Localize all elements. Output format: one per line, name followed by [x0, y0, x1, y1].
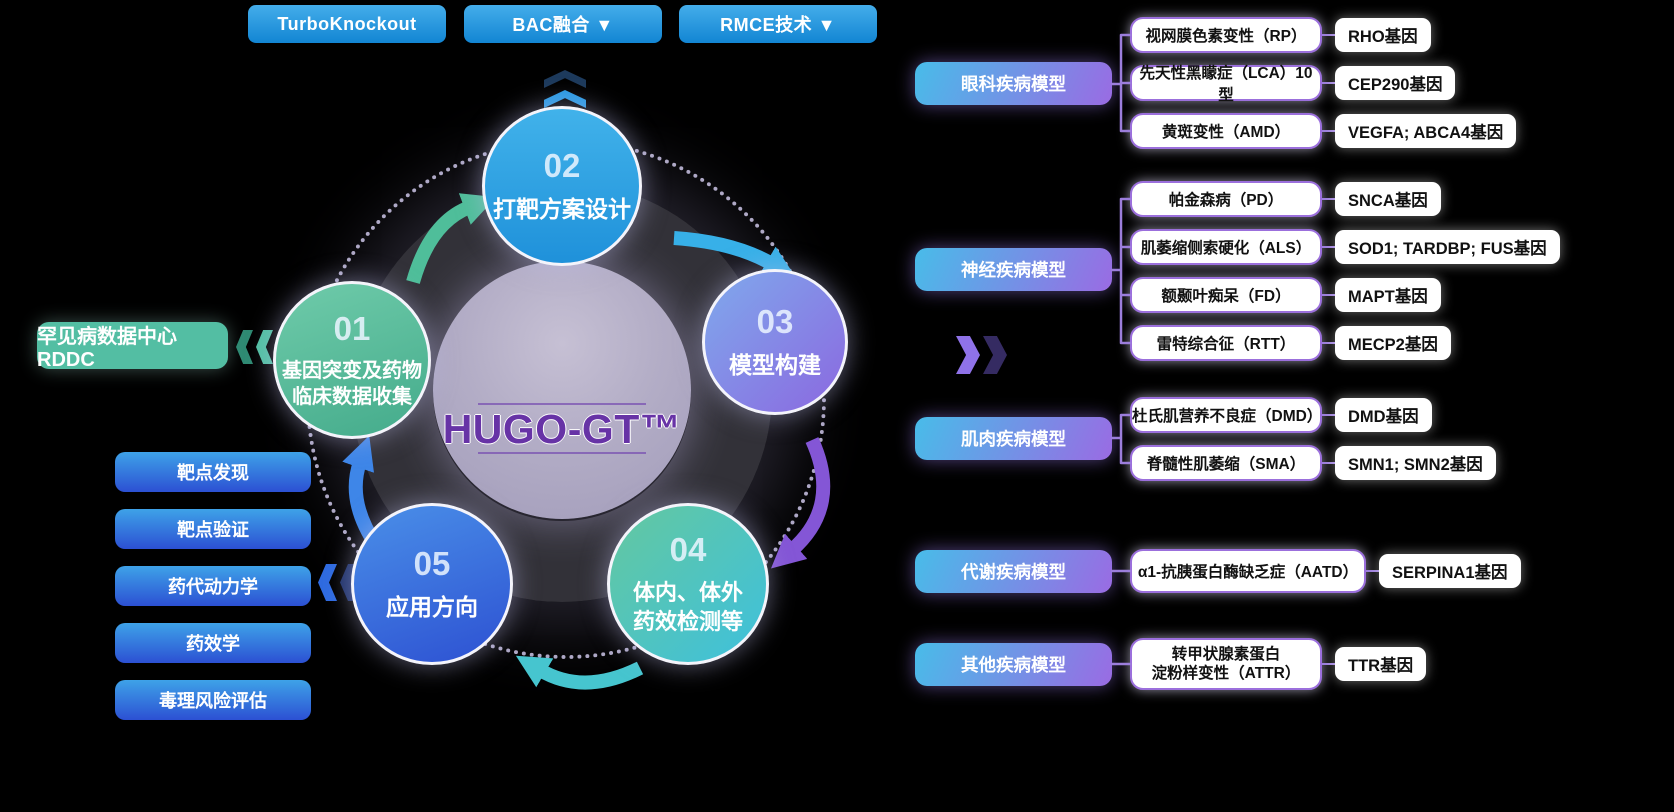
gene-box: VEGFA; ABCA4基因 — [1335, 114, 1517, 148]
disease-gene-row: 黄斑变性（AMD） VEGFA; ABCA4基因 — [1130, 113, 1517, 149]
toolbar-button-rmce-dropdown[interactable]: RMCE技术 ▼ — [679, 5, 877, 43]
disease-gene-row: 先天性黑矇症（LCA）10型 CEP290基因 — [1130, 65, 1516, 104]
group-rows-metabolic: α1-抗胰蛋白酶缺乏症（AATD） SERPINA1基因 — [1130, 549, 1521, 593]
disease-gene-connector — [1322, 33, 1335, 37]
disease-box: 转甲状腺素蛋白 淀粉样变性（ATTR） — [1130, 638, 1322, 690]
disease-box: 帕金森病（PD） — [1130, 181, 1322, 217]
bracket-eye-group — [1110, 33, 1132, 133]
app-item-target-discovery: 靶点发现 — [115, 452, 311, 492]
node-number: 02 — [543, 147, 581, 185]
group-rows-eye: 视网膜色素变性（RP） RHO基因 先天性黑矇症（LCA）10型 CEP290基… — [1130, 17, 1517, 149]
node-label: 基因突变及药物 — [282, 360, 422, 382]
disease-box: 视网膜色素变性（RP） — [1130, 17, 1322, 53]
bracket-muscle-group — [1110, 413, 1132, 465]
disease-gene-connector — [1322, 245, 1335, 249]
disease-gene-connector — [1322, 129, 1335, 133]
node-label: 药效检测等 — [632, 609, 743, 634]
disease-gene-row: α1-抗胰蛋白酶缺乏症（AATD） SERPINA1基因 — [1130, 549, 1521, 593]
group-rows-other: 转甲状腺素蛋白 淀粉样变性（ATTR） TTR基因 — [1130, 638, 1427, 690]
group-header-neuro-disease-models: 神经疾病模型 — [915, 248, 1112, 291]
disease-gene-connector — [1322, 197, 1335, 201]
disease-box: 黄斑变性（AMD） — [1130, 113, 1322, 149]
disease-box: 先天性黑矇症（LCA）10型 — [1130, 65, 1322, 104]
arrow-04-to-05 — [515, 655, 644, 690]
cycle-node-04-efficacy-testing: 04 体内、体外 药效检测等 — [607, 503, 769, 665]
disease-gene-connector — [1322, 81, 1335, 85]
hub-divider-top — [478, 403, 646, 405]
app-item-pharmacokinetics: 药代动力学 — [115, 566, 311, 606]
app-item-target-validation: 靶点验证 — [115, 509, 311, 549]
disease-box: 肌萎缩侧索硬化（ALS） — [1130, 229, 1322, 265]
disease-gene-row: 帕金森病（PD） SNCA基因 — [1130, 181, 1560, 217]
disease-gene-row: 杜氏肌营养不良症（DMD） DMD基因 — [1130, 397, 1496, 433]
disease-gene-connector — [1322, 662, 1335, 666]
node-number: 01 — [333, 310, 371, 347]
app-item-toxicology-risk: 毒理风险评估 — [115, 680, 311, 720]
toolbar-button-bac-fusion-dropdown[interactable]: BAC融合 ▼ — [464, 5, 662, 43]
app-item-pharmacodynamics: 药效学 — [115, 623, 311, 663]
gene-box: SOD1; TARDBP; FUS基因 — [1335, 230, 1560, 264]
gene-box: TTR基因 — [1335, 647, 1427, 681]
toolbar-button-turboknockout[interactable]: TurboKnockout — [248, 5, 446, 43]
group-header-muscle-disease-models: 肌肉疾病模型 — [915, 417, 1112, 460]
group-rows-neuro: 帕金森病（PD） SNCA基因 肌萎缩侧索硬化（ALS） SOD1; TARDB… — [1130, 181, 1560, 361]
disease-gene-row: 额颞叶痴呆（FD） MAPT基因 — [1130, 277, 1560, 313]
gene-box: RHO基因 — [1335, 18, 1431, 52]
disease-gene-connector — [1322, 341, 1335, 345]
disease-line: 淀粉样变性（ATTR） — [1151, 665, 1301, 682]
disease-gene-row: 转甲状腺素蛋白 淀粉样变性（ATTR） TTR基因 — [1130, 638, 1427, 690]
disease-gene-row: 视网膜色素变性（RP） RHO基因 — [1130, 17, 1516, 53]
node-label: 体内、体外 — [632, 580, 743, 606]
cycle-node-02-targeting-design: 02 打靶方案设计 — [482, 106, 642, 266]
group-header-other-disease-models: 其他疾病模型 — [915, 643, 1112, 686]
hub-divider-bottom — [478, 452, 646, 454]
disease-gene-row: 雷特综合征（RTT） MECP2基因 — [1130, 325, 1560, 361]
bracket-neuro-group — [1110, 197, 1132, 345]
disease-box: 额颞叶痴呆（FD） — [1130, 277, 1322, 313]
cycle-node-03-model-construction: 03 模型构建 — [702, 269, 848, 415]
hub-circle — [433, 261, 691, 519]
disease-gene-connector — [1322, 293, 1335, 297]
disease-gene-connector — [1366, 569, 1379, 573]
cycle-node-05-application: 05 应用方向 — [351, 503, 513, 665]
node-label: 打靶方案设计 — [493, 196, 631, 223]
node-label: 应用方向 — [386, 594, 478, 621]
disease-gene-row: 脊髓性肌萎缩（SMA） SMN1; SMN2基因 — [1130, 445, 1496, 481]
gene-box: MAPT基因 — [1335, 278, 1441, 312]
disease-box: 雷特综合征（RTT） — [1130, 325, 1322, 361]
gene-box: SNCA基因 — [1335, 182, 1441, 216]
node-label: 模型构建 — [729, 352, 821, 379]
group-rows-muscle: 杜氏肌营养不良症（DMD） DMD基因 脊髓性肌萎缩（SMA） SMN1; SM… — [1130, 397, 1496, 481]
rddc-button[interactable]: 罕见病数据中心 RDDC — [37, 322, 228, 371]
node-number: 04 — [669, 531, 707, 569]
gene-box: MECP2基因 — [1335, 326, 1451, 360]
disease-box: 杜氏肌营养不良症（DMD） — [1130, 397, 1322, 433]
gene-box: DMD基因 — [1335, 398, 1432, 432]
disease-box: 脊髓性肌萎缩（SMA） — [1130, 445, 1322, 481]
node-number: 05 — [413, 545, 451, 583]
disease-gene-connector — [1322, 461, 1335, 465]
group-header-eye-disease-models: 眼科疾病模型 — [915, 62, 1112, 105]
disease-line: 转甲状腺素蛋白 — [1171, 645, 1281, 663]
gene-box: SMN1; SMN2基因 — [1335, 446, 1496, 480]
hub-title: HUGO-GT™ — [442, 406, 682, 452]
gene-box: SERPINA1基因 — [1379, 554, 1521, 588]
node-number: 03 — [756, 303, 794, 341]
disease-gene-row: 肌萎缩侧索硬化（ALS） SOD1; TARDBP; FUS基因 — [1130, 229, 1560, 265]
cycle-node-01-data-collection: 01 基因突变及药物 临床数据收集 — [273, 281, 431, 439]
node-label: 临床数据收集 — [292, 386, 412, 408]
disease-gene-connector — [1322, 413, 1335, 417]
group-header-metabolic-disease-models: 代谢疾病模型 — [915, 550, 1112, 593]
gene-box: CEP290基因 — [1335, 66, 1456, 100]
disease-box: α1-抗胰蛋白酶缺乏症（AATD） — [1130, 549, 1366, 593]
